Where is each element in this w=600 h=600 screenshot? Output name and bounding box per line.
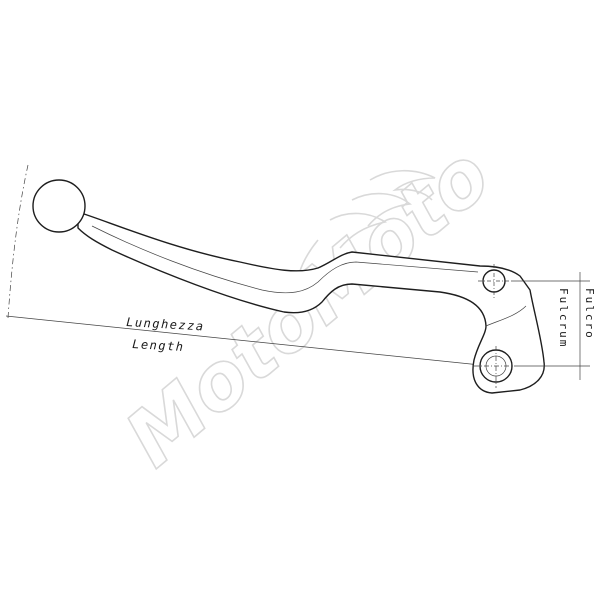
ball-end-circle (32, 179, 86, 233)
length-label-en: Length (132, 337, 185, 354)
lever-body (77, 211, 545, 394)
fulcrum-label-en: Fulcrum (557, 288, 570, 348)
lever-outline (77, 211, 545, 394)
ball-end (32, 179, 86, 233)
lower-edge-line (485, 305, 527, 327)
fulcrum-pivot (474, 346, 518, 388)
length-arc (7, 164, 29, 319)
length-label-it: Lunghezza (126, 315, 205, 333)
cable-hole (478, 264, 512, 298)
length-dimension: Lunghezza Length (5, 164, 491, 367)
fulcrum-dimension: Fulcro Fulcrum (512, 272, 596, 380)
blade-edge-line (91, 225, 479, 294)
length-line (5, 315, 491, 367)
fulcrum-label-it: Fulcro (583, 288, 596, 340)
